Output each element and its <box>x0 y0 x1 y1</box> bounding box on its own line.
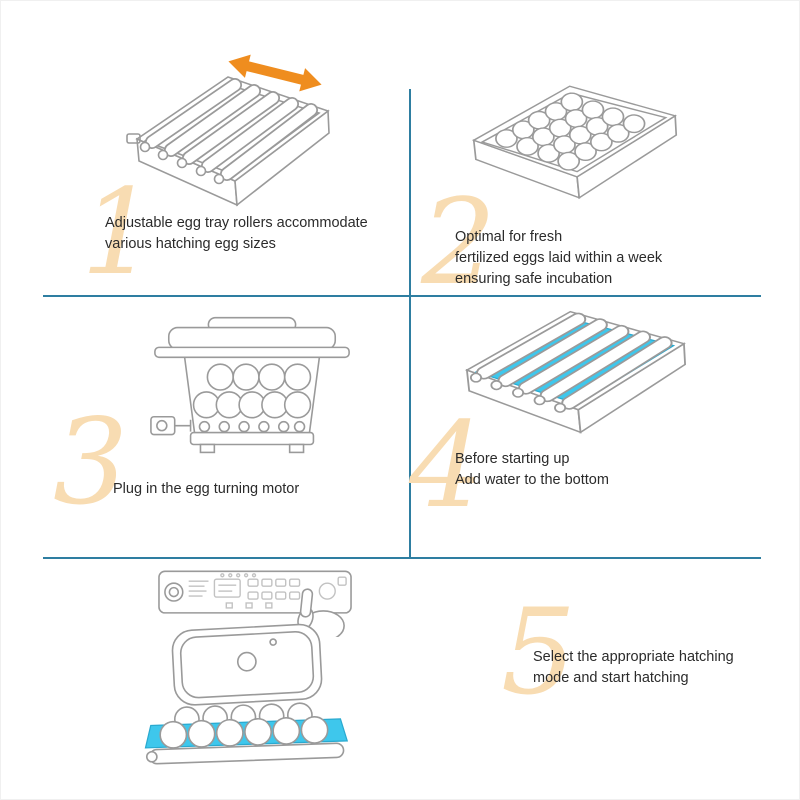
vertical-divider <box>409 89 411 557</box>
step-text-line: fertilized eggs laid within a week <box>455 250 663 266</box>
motor-knob <box>150 415 192 436</box>
step-2-text: Optimal for fresh fertilized eggs laid w… <box>455 227 662 290</box>
step-1-text: Adjustable egg tray rollers accommodate … <box>105 213 368 255</box>
step-text-line: Before starting up <box>455 451 570 467</box>
step-text-line: Adjustable egg tray rollers accommodate <box>105 215 368 231</box>
step-text-line: mode and start hatching <box>533 670 689 686</box>
turning-motor-illustration <box>143 313 361 463</box>
step-number: 1 <box>81 163 157 301</box>
horizontal-divider-bottom <box>43 557 761 559</box>
adjust-arrow-icon <box>228 54 322 92</box>
step-number: 5 <box>501 583 577 721</box>
eggs-group <box>495 92 646 171</box>
step-4-text: Before starting up Add water to the bott… <box>455 449 609 491</box>
horizontal-divider-top <box>43 295 761 297</box>
incubator-lid <box>171 623 323 706</box>
step-text-line: Select the appropriate hatching <box>533 649 734 665</box>
step-text-line: Optimal for fresh <box>455 229 563 245</box>
step-number: 4 <box>409 396 485 534</box>
step-text-line: various hatching egg sizes <box>105 236 276 252</box>
step-3-text: Plug in the egg turning motor <box>113 479 299 500</box>
step-text-line: ensuring safe incubation <box>455 271 613 287</box>
panel-detail-marks <box>188 573 347 609</box>
incubator-illustration <box>139 621 351 773</box>
step-number: 3 <box>53 393 129 531</box>
step-text-line: Add water to the bottom <box>455 472 609 488</box>
incubator-base <box>144 702 349 765</box>
control-panel-illustration <box>157 565 355 637</box>
step-number: 2 <box>421 173 497 311</box>
water-tray-illustration <box>451 306 701 438</box>
egg-tray-eggs-illustration <box>459 81 691 203</box>
step-text-line: Plug in the egg turning motor <box>113 481 300 497</box>
egg-tray-rollers-illustration <box>123 49 343 219</box>
step-5-text: Select the appropriate hatching mode and… <box>533 647 734 689</box>
